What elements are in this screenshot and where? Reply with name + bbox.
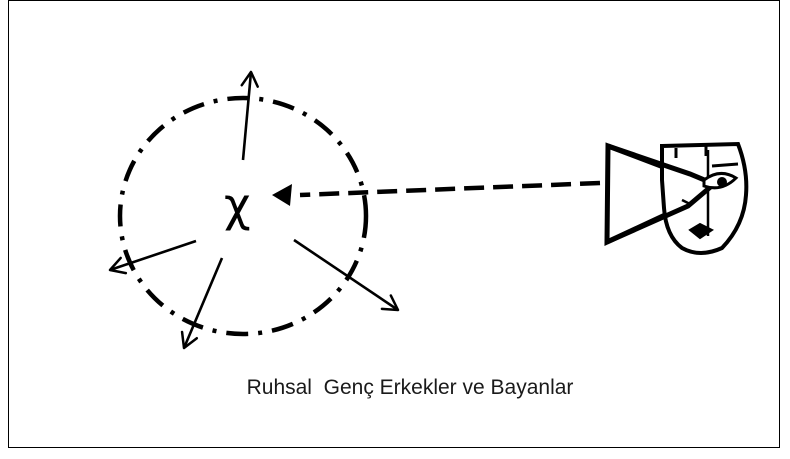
dashed-observer-arrow [299,180,601,198]
diagram-caption: Ruhsal Genç Erkekler ve Bayanlar [246,376,574,399]
arrow-up [240,70,259,161]
arrow-down-right [293,238,400,312]
face-with-megaphone-icon [604,141,749,255]
dashed-arrow-head [272,184,292,206]
chi-symbol: χ [224,178,251,232]
arrow-left [108,239,197,275]
dash-dot-circle [117,95,369,337]
arrow-down-left [180,257,224,350]
